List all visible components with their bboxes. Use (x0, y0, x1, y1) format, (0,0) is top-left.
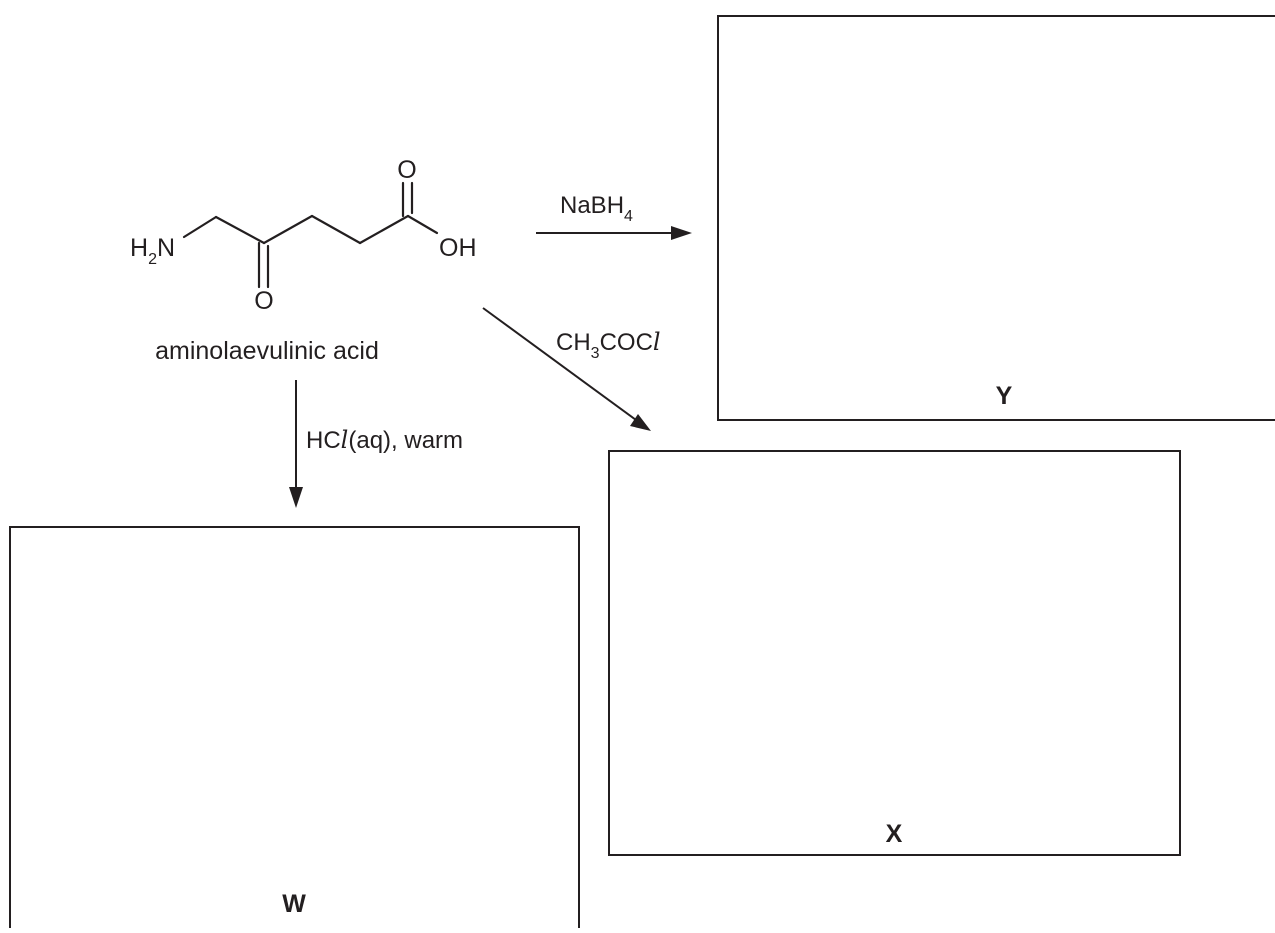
reagent-to-w: HCl(aq), warm (306, 426, 463, 454)
product-label-w: W (282, 890, 306, 918)
product-box-y[interactable] (717, 15, 1275, 421)
molecule-name: aminolaevulinic acid (155, 337, 379, 365)
product-box-w[interactable] (9, 526, 580, 933)
amine-h-label: H2N (130, 234, 175, 268)
arrowhead-to-y (671, 226, 692, 240)
bond-c1-oh (406, 214, 439, 235)
acid-hydroxyl-label: OH (439, 234, 477, 262)
acid-carbonyl-oxygen-label: O (397, 156, 416, 184)
product-label-x: X (886, 820, 903, 848)
product-label-y: Y (996, 382, 1013, 410)
bond-c4-c3 (262, 214, 314, 245)
bond-c5-c4 (214, 215, 266, 245)
bond-n-c5 (182, 215, 218, 239)
bond-c2-c1 (358, 214, 410, 245)
bond-c3-c2 (310, 214, 362, 245)
reagent-to-y: NaBH4 (560, 192, 633, 225)
product-box-x[interactable] (608, 450, 1181, 856)
arrow-to-x (482, 307, 637, 421)
reagent-to-x: CH3COCl (556, 328, 661, 362)
arrowhead-to-w (289, 487, 303, 508)
ketone-oxygen-label: O (254, 287, 273, 315)
molecule-skeleton (182, 181, 439, 289)
arrowhead-to-x (630, 414, 651, 431)
